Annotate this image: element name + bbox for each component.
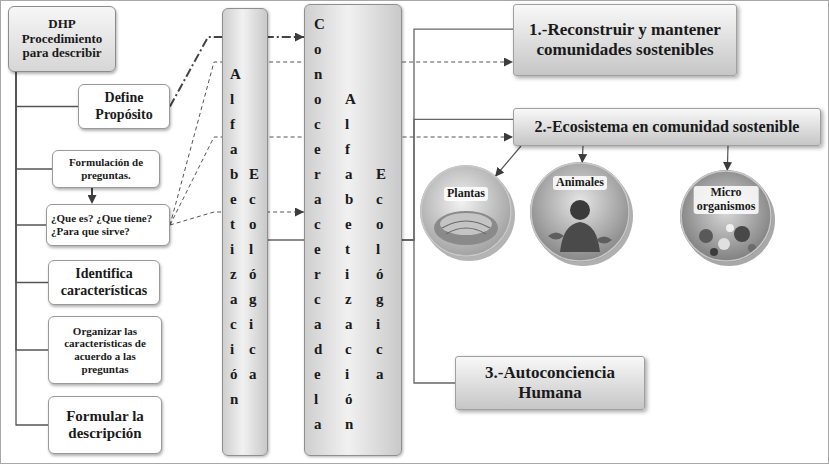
person-body — [560, 222, 600, 252]
node-label: 3.-Autoconciencia Humana — [464, 363, 636, 402]
arrow-connector — [495, 146, 521, 177]
connector-line — [402, 29, 513, 240]
step-box: Formulación de preguntas. — [52, 150, 160, 188]
theme-box: 2.-Ecosistema en comunidad sostenible — [513, 108, 821, 146]
node-label: Micro organismos — [694, 186, 759, 214]
vertical-text: Alfabetización — [345, 87, 360, 437]
tree-line — [16, 72, 78, 107]
picture-circle: Plantas — [420, 165, 512, 257]
microbe-blob — [699, 229, 713, 243]
connector-line — [268, 239, 304, 240]
question-box: ¿Que es? ¿Que tiene? ¿Para que sirve? — [46, 204, 170, 246]
tree-line — [16, 72, 46, 225]
tree-line — [16, 72, 48, 425]
theme-box: 1.-Reconstruir y mantener comunidades so… — [513, 4, 737, 76]
tree-line — [16, 72, 52, 169]
connector-line — [402, 240, 455, 383]
node-label: 1.-Reconstruir y mantener comunidades so… — [522, 20, 728, 59]
picture-circle: Micro organismos — [680, 170, 772, 262]
node-label: DHP Procedimiento para describir — [13, 17, 111, 62]
connector-line — [402, 119, 513, 240]
node-label: Identifica características — [53, 266, 155, 298]
fish-shapes — [548, 233, 612, 244]
vertical-text: Conocer acerca de la — [314, 12, 329, 437]
node-label: Formular la descripción — [53, 408, 157, 443]
circle-border — [681, 171, 771, 261]
step-box: Identifica características — [48, 260, 160, 305]
plant-picture — [420, 165, 512, 257]
person-head — [570, 200, 590, 220]
picture-circle: Animales — [530, 162, 630, 262]
tree-line — [16, 72, 48, 350]
microbe-blob — [734, 226, 750, 242]
node-label: 2.-Ecosistema en comunidad sostenible — [535, 118, 800, 136]
circle-outline — [680, 170, 772, 262]
node-label: Define Propósito — [83, 90, 165, 122]
circle-outline — [420, 165, 512, 257]
vertical-text: Ecológica — [376, 162, 391, 387]
dash-dot-arrow — [91, 188, 93, 204]
title-box: DHP Procedimiento para describir — [8, 6, 116, 72]
theme-box: 3.-Autoconciencia Humana — [455, 356, 645, 410]
microbe-blob — [726, 224, 734, 232]
tree-line — [16, 72, 48, 283]
vertical-band: Conocer acerca de la Alfabetización Ecológ… — [304, 4, 402, 456]
microbe-blob — [710, 248, 718, 256]
animal-picture — [530, 162, 630, 262]
node-label: ¿Que es? ¿Que tiene? ¿Para que sirve? — [51, 212, 165, 237]
vertical-text: Ecológica — [249, 162, 264, 387]
circle-border — [531, 163, 629, 261]
shell-ridges — [442, 221, 490, 234]
arrow-connector — [582, 146, 584, 163]
step-box: Organizar las características de acuerdo… — [48, 316, 162, 384]
arrow-connector — [727, 146, 729, 171]
microbe-blob — [718, 238, 730, 250]
node-label: Animales — [553, 176, 607, 190]
circle-border — [421, 166, 511, 256]
node-label: Formulación de preguntas. — [57, 156, 155, 181]
micro-picture — [680, 170, 772, 262]
node-label: Plantas — [444, 187, 488, 201]
node-label: Organizar las características de acuerdo… — [53, 325, 157, 376]
step-box: Define Propósito — [78, 84, 170, 129]
vertical-text: Alfabetización — [230, 62, 245, 412]
shell-shape — [434, 211, 498, 245]
step-box: Formular la descripción — [48, 396, 162, 454]
vertical-band: Alfabetización Ecológica — [222, 8, 268, 456]
shell-shape — [440, 213, 492, 235]
